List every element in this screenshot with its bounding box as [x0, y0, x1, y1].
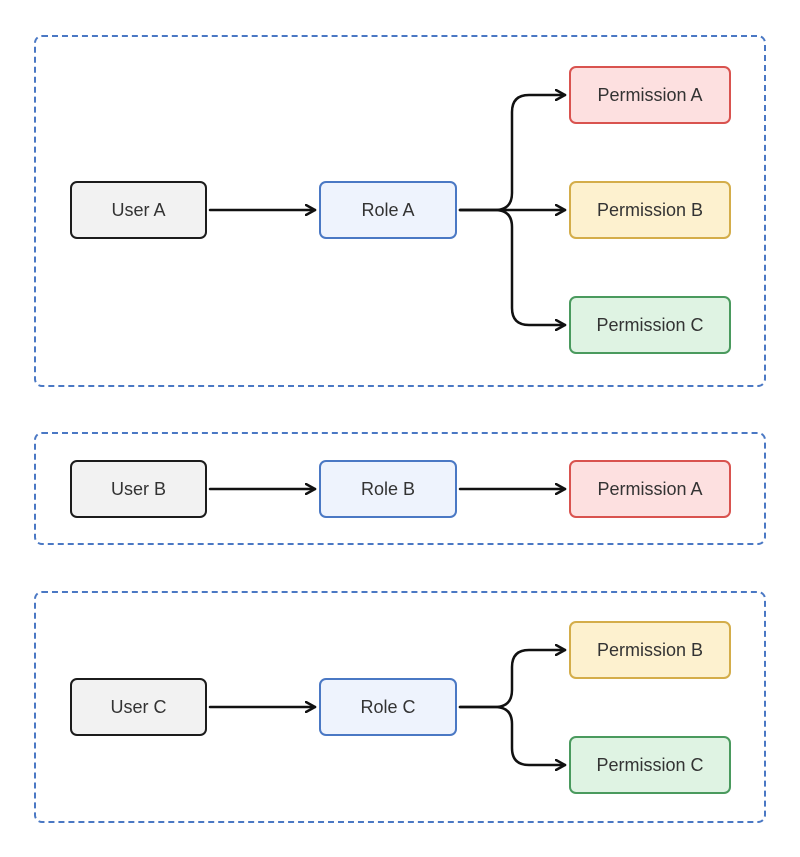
user-b-label: User B — [110, 478, 166, 499]
permission-b-label: Permission B — [596, 639, 704, 660]
group-user-c — [34, 591, 766, 823]
permission-c-node[interactable]: Permission C — [569, 296, 731, 354]
permission-c-label: Permission C — [596, 314, 704, 335]
permission-c-node[interactable]: Permission C — [569, 736, 731, 794]
user-b-node[interactable]: User B — [70, 460, 207, 518]
role-b-label: Role B — [360, 478, 416, 499]
permission-a-label: Permission A — [597, 478, 703, 499]
user-a-node[interactable]: User A — [70, 181, 207, 239]
role-a-node[interactable]: Role A — [319, 181, 457, 239]
permission-b-label: Permission B — [596, 199, 704, 220]
role-b-node[interactable]: Role B — [319, 460, 457, 518]
group-user-b — [34, 432, 766, 545]
group-user-a — [34, 35, 766, 387]
permission-b-node[interactable]: Permission B — [569, 621, 731, 679]
permission-a-node[interactable]: Permission A — [569, 66, 731, 124]
permission-c-label: Permission C — [596, 754, 704, 775]
permission-a-node[interactable]: Permission A — [569, 460, 731, 518]
user-c-node[interactable]: User C — [70, 678, 207, 736]
role-a-label: Role A — [361, 199, 415, 220]
role-c-node[interactable]: Role C — [319, 678, 457, 736]
role-c-label: Role C — [360, 696, 416, 717]
user-c-label: User C — [110, 696, 167, 717]
permission-a-label: Permission A — [597, 84, 703, 105]
user-a-label: User A — [111, 199, 166, 220]
permission-b-node[interactable]: Permission B — [569, 181, 731, 239]
